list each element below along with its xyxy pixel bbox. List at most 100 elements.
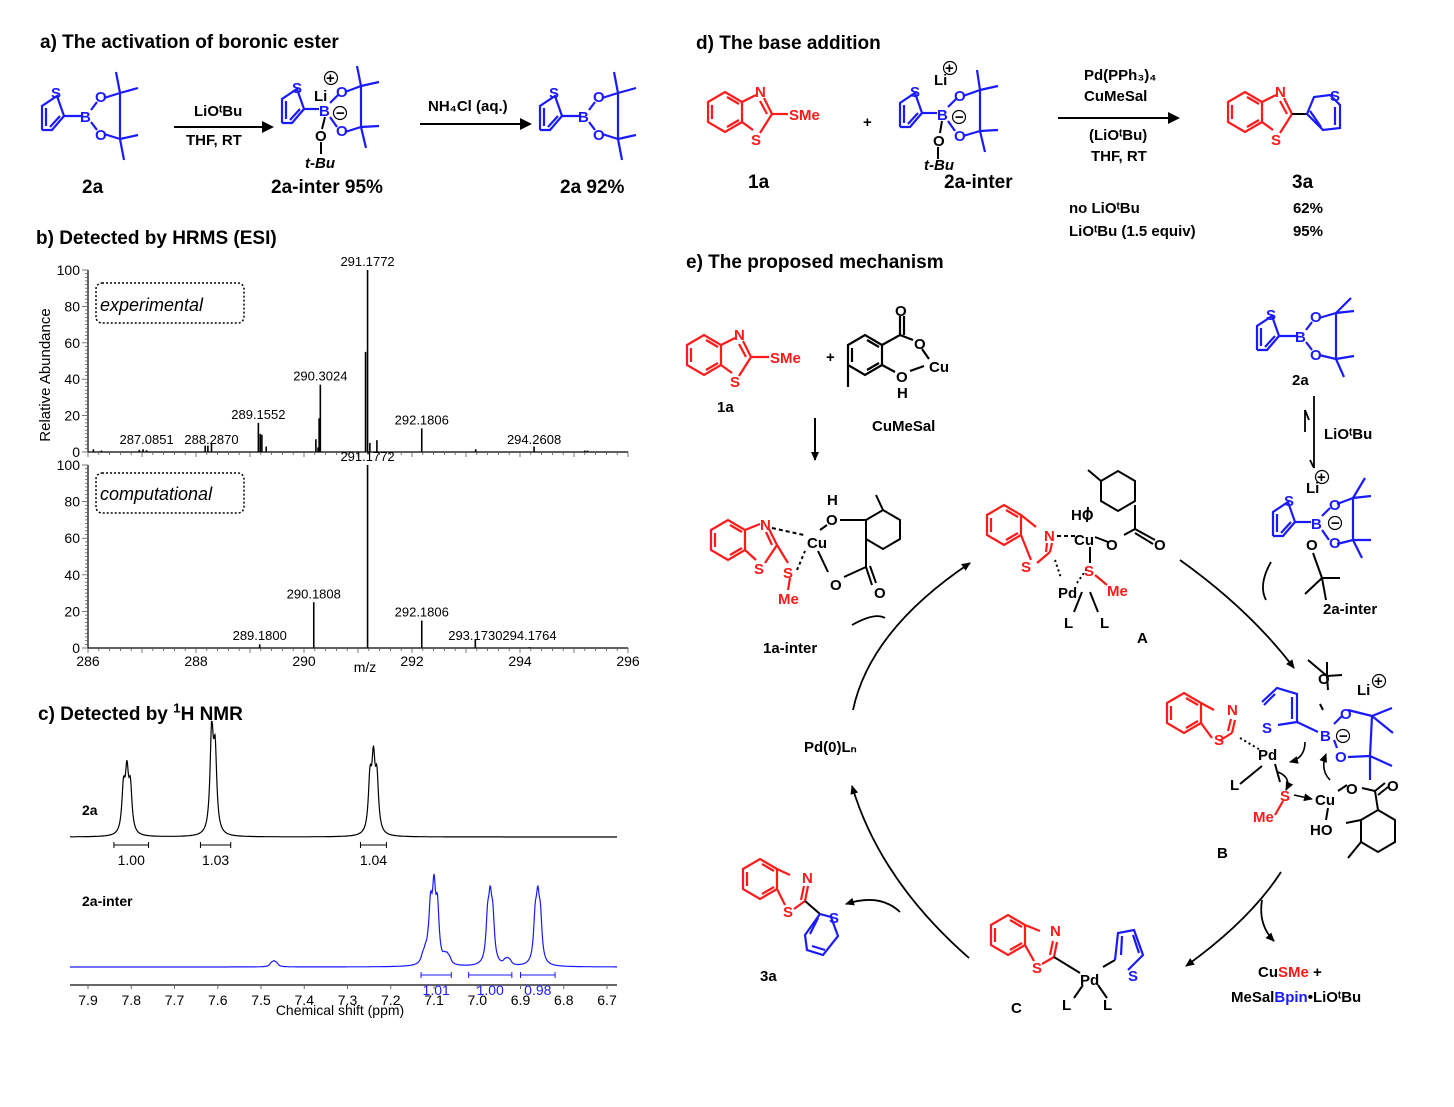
step1-conditions: THF, RT (186, 132, 242, 149)
minus-charge: − (1331, 515, 1340, 532)
result-row: no LiOᵗBu 62% (1069, 200, 1329, 223)
atom-o: O (593, 127, 605, 144)
plus-charge: + (326, 70, 335, 87)
x-tick-label: 7.6 (208, 992, 228, 1008)
atom-o: O (1318, 671, 1330, 688)
atom-o: O (1106, 537, 1118, 554)
experimental-label-box (95, 282, 245, 324)
arrowhead-icon (262, 121, 274, 133)
plus-charge: + (1317, 469, 1326, 486)
minus-charge: − (336, 105, 345, 122)
atom-o: O (1154, 537, 1166, 554)
byproduct-2: MeSalBpin•LiOᵗBu (1231, 989, 1361, 1006)
atom-o: O (336, 123, 348, 140)
byproduct-1: CuSMe + (1258, 964, 1322, 981)
peak-label: 290.1808 (287, 586, 341, 601)
group-sme: SMe (770, 350, 801, 367)
step1-reagent: LiOᵗBu (194, 103, 243, 120)
x-tick-label: 7.5 (251, 992, 271, 1008)
atom-n: N (1275, 84, 1286, 101)
atom-ho: HO (1310, 822, 1333, 839)
atom-o: O (874, 585, 886, 602)
atom-li: Li (934, 72, 947, 89)
atom-o: O (954, 88, 966, 105)
x-tick-label: 7.2 (381, 992, 401, 1008)
molecule-1a (706, 90, 788, 134)
peak-label: 287.0851 (119, 432, 173, 447)
panel-a-scheme: S B O O S B O O − Li + O t-Bu (40, 65, 637, 172)
x-tick-label: 6.7 (597, 992, 617, 1008)
atom-h: H (827, 492, 838, 509)
atom-pd: Pd (1058, 585, 1077, 602)
atom-n: N (1050, 923, 1061, 940)
nmr-trace-2a-inter (70, 873, 617, 968)
atom-o: O (830, 577, 842, 594)
atom-s: S (730, 374, 740, 391)
label-cumesal: CuMeSal (872, 418, 935, 435)
label-3a: 3a (760, 968, 777, 985)
atom-li: Li (1306, 480, 1319, 497)
tbu-group: t-Bu (924, 157, 954, 174)
label-1a: 1a (748, 172, 770, 193)
y-tick-label: 0 (72, 640, 80, 656)
molecule-2a-product (538, 71, 637, 161)
intermediate-b-blue (1261, 686, 1394, 780)
atom-cu: Cu (1315, 792, 1335, 809)
plus-charge: + (1374, 673, 1383, 690)
peak-label: 294.2608 (507, 432, 561, 447)
atom-s: S (1032, 960, 1042, 977)
atom-cu: Cu (807, 535, 827, 552)
atom-s: S (1214, 732, 1224, 749)
atom-o: O (1310, 309, 1322, 326)
label-2a-inter-yield: 2a-inter 95% (271, 177, 383, 198)
y-tick-label: 20 (64, 408, 80, 424)
y-tick-label: 100 (57, 457, 81, 473)
label-a: A (1137, 630, 1148, 647)
entry-arrow-2a-inter (1262, 561, 1272, 601)
peak-label: 289.1552 (231, 407, 285, 422)
exit-arrow-3a (845, 897, 901, 913)
label-pd0: Pd(0)Lₙ (804, 739, 857, 756)
reaction-conditions: THF, RT (1091, 148, 1147, 165)
atom-s: S (1330, 88, 1340, 105)
reagent-liotbu: LiOᵗBu (1324, 426, 1372, 443)
x-tick-label: 7.1 (424, 992, 444, 1008)
group-sme: SMe (789, 107, 820, 124)
ligand-l: L (1064, 615, 1073, 632)
atom-b: B (319, 103, 330, 120)
x-tick-label: 7.3 (338, 992, 358, 1008)
ligand-l: L (1062, 997, 1071, 1014)
panel-c-title: c) Detected by 1H NMR (38, 701, 243, 726)
atom-o: O (896, 369, 908, 386)
electron-arrow (1277, 771, 1294, 791)
entry-arrow-1a-inter (851, 615, 886, 626)
tbu-group: t-Bu (305, 155, 335, 172)
x-tick-label: 290 (292, 653, 316, 669)
atom-pd: Pd (1258, 747, 1277, 764)
atom-o: O (933, 133, 945, 150)
results-table: no LiOᵗBu 62% LiOᵗBu (1.5 equiv) 95% (1069, 200, 1329, 246)
result-yield: 62% (1292, 200, 1323, 217)
panel-e-title: e) The proposed mechanism (686, 252, 944, 273)
atom-o: O (1335, 749, 1347, 766)
additive-base: (LiOᵗBu) (1089, 127, 1148, 144)
x-tick-label: 296 (616, 653, 640, 669)
computational-label: computational (100, 484, 213, 504)
cycle-arrow-c-to-pd0 (850, 785, 970, 959)
result-row: LiOᵗBu (1.5 equiv) 95% (1069, 223, 1329, 246)
molecule-2a (1255, 297, 1355, 378)
mechanism-scheme: N S SMe + O O Cu O H 1a CuMeSal (685, 297, 1399, 1017)
x-tick-label: 6.8 (554, 992, 574, 1008)
molecule-2a-inter (898, 69, 999, 153)
superscript: 1 (173, 701, 181, 716)
panel-b-title: b) Detected by HRMS (ESI) (36, 228, 277, 249)
intermediate-b-red (1165, 691, 1284, 816)
integral-value: 1.00 (477, 982, 504, 998)
catalyst-cu: CuMeSal (1084, 88, 1148, 105)
atom-o: O (95, 127, 107, 144)
x-tick-label: 292 (400, 653, 424, 669)
peak-label: 288.2870 (184, 432, 238, 447)
label-1a-inter: 1a-inter (763, 640, 817, 657)
peak-label: 292.1806 (395, 412, 449, 427)
